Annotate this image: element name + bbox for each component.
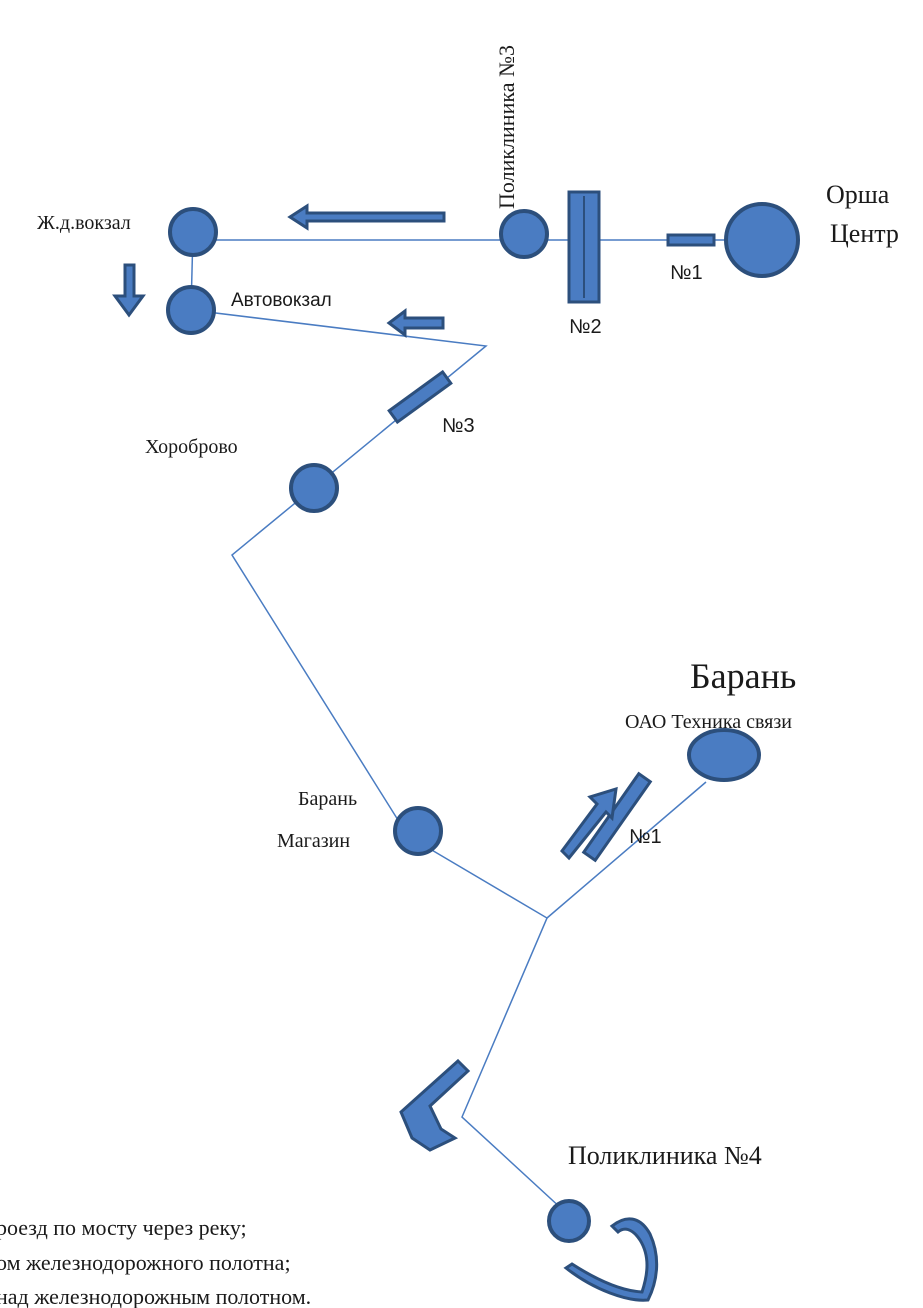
marker-n3 — [387, 369, 453, 425]
arrow-left-top-icon — [287, 203, 446, 231]
direction-arrows — [112, 203, 659, 1302]
stop-polyclinic-3 — [499, 209, 549, 259]
arrow-left-bus-icon — [386, 308, 445, 338]
stop-bus-station — [166, 285, 216, 335]
arrow-chevron-icon — [399, 1058, 471, 1152]
labels: Орша Центр Поликлиника №3 Ж.д.вокзал Авт… — [37, 45, 899, 1170]
label-marker-n1-top: №1 — [670, 262, 703, 284]
route-line-tekhnika — [546, 781, 707, 919]
label-khorobrovo: Хороброво — [145, 436, 238, 458]
legend-line-2: ом железнодорожного полотна; — [0, 1250, 291, 1275]
label-marker-n1-bottom: №1 — [629, 826, 662, 848]
label-center: Центр — [830, 219, 899, 248]
stop-tekhnika — [687, 728, 761, 782]
route-line-main — [190, 309, 564, 1211]
legend: роезд по мосту через реку; ом железнодор… — [0, 1215, 311, 1308]
stop-baran-shop — [393, 806, 443, 856]
legend-line-1: роезд по мосту через реку; — [0, 1215, 247, 1240]
stops — [166, 202, 800, 1243]
label-orsha: Орша — [826, 180, 890, 209]
arrow-curved-icon — [563, 1217, 659, 1302]
label-rail-station: Ж.д.вокзал — [37, 212, 131, 234]
label-baran-title: Барань — [690, 656, 796, 696]
stop-khorobrovo — [289, 463, 339, 513]
stop-orsha-center — [724, 202, 800, 278]
label-marker-n2: №2 — [569, 316, 602, 338]
label-marker-n3: №3 — [442, 415, 475, 437]
label-tekhnika: ОАО Техника связи — [625, 711, 792, 733]
label-baran-shop-1: Барань — [298, 788, 357, 810]
arrow-up-right-icon — [560, 786, 618, 861]
crossing-markers — [387, 190, 716, 863]
label-polyclinic-4: Поликлиника №4 — [568, 1141, 762, 1170]
label-bus-station: Автовокзал — [231, 290, 332, 311]
label-baran-shop-2: Магазин — [277, 830, 350, 852]
marker-n1-top — [666, 233, 716, 247]
label-polyclinic-3: Поликлиника №3 — [494, 45, 519, 209]
arrow-down-icon — [112, 263, 146, 318]
stop-polyclinic-4 — [547, 1199, 591, 1243]
stop-rail-station — [168, 207, 218, 257]
legend-line-3: над железнодорожным полотном. — [0, 1284, 311, 1308]
